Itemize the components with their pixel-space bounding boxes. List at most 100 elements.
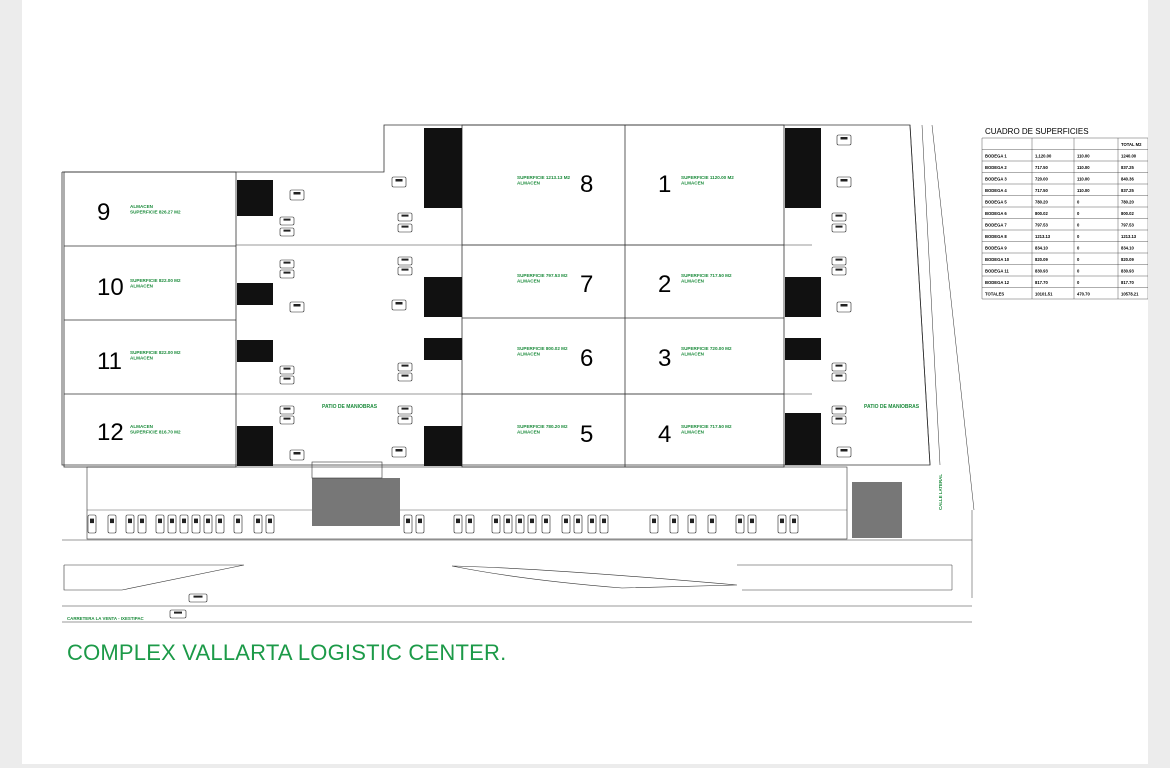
vehicle-icon [233, 514, 243, 534]
left-warehouse-block [63, 171, 237, 468]
vehicle-window [110, 518, 114, 524]
vehicle-window [835, 374, 843, 377]
surface-table-title: CUADRO DE SUPERFICIES [985, 127, 1089, 136]
vehicle-icon [253, 514, 263, 534]
vehicle-icon [836, 176, 852, 188]
vehicle-icon [397, 266, 413, 276]
bodega-number: 3 [658, 345, 671, 372]
vehicle-icon [515, 514, 525, 534]
vehicle-icon [491, 514, 501, 534]
vehicle-icon [836, 446, 852, 458]
vehicle-window [406, 518, 410, 524]
vehicle-icon [587, 514, 597, 534]
bodega-number: 7 [580, 271, 593, 298]
vehicle-icon [669, 514, 679, 534]
vehicle-window [835, 214, 843, 217]
vehicle-window [564, 518, 568, 524]
vehicle-window [835, 417, 843, 420]
table-cell: 110.00 [1077, 177, 1090, 182]
table-cell: 0 [1077, 280, 1080, 285]
table-cell: BODEGA 5 [985, 200, 1007, 205]
table-cell: 840.36 [1121, 177, 1134, 182]
vehicle-window [401, 258, 409, 261]
table-header-cell: TOTAL M2 [1121, 142, 1142, 147]
vehicle-window [750, 518, 754, 524]
table-cell: 0 [1077, 211, 1080, 216]
vehicle-icon [836, 301, 852, 313]
bodega-info-line: SUPERFICIE 797.53 M2 [517, 273, 568, 278]
vehicle-window [236, 518, 240, 524]
vehicle-icon [125, 514, 135, 534]
vehicle-window [576, 518, 580, 524]
vehicle-window [792, 518, 796, 524]
table-cell: 1240.00 [1121, 154, 1137, 159]
table-cell: 780.20 [1035, 200, 1048, 205]
vehicle-icon [289, 189, 305, 201]
bodega-number: 6 [580, 345, 593, 372]
vehicle-icon [397, 212, 413, 222]
vehicle-icon [831, 212, 847, 222]
vehicle-icon [279, 405, 295, 415]
vehicle-window [182, 518, 186, 524]
vehicle-window [283, 407, 291, 410]
vehicle-window [494, 518, 498, 524]
vehicle-icon [541, 514, 551, 534]
table-cell: 800.02 [1121, 211, 1134, 216]
vehicle-icon [137, 514, 147, 534]
vehicle-icon [397, 405, 413, 415]
table-cell: 0 [1077, 223, 1080, 228]
bodega-info-line: SUPERFICIE 800.02 M2 [517, 346, 568, 351]
vehicle-icon [397, 223, 413, 233]
bodega-info-line: ALMACEN [130, 204, 154, 209]
table-cell: 797.53 [1121, 223, 1134, 228]
bodega-info-line: ALMACEN [681, 430, 705, 435]
vehicle-icon [503, 514, 513, 534]
table-cell: BODEGA 9 [985, 246, 1007, 251]
vehicle-window [840, 304, 848, 307]
bodega-number: 8 [580, 171, 593, 198]
table-cell: 0 [1077, 200, 1080, 205]
table-cell: 834.10 [1121, 246, 1134, 251]
vehicle-window [283, 377, 291, 380]
bodega-info-line: SUPERFICIE 720.00 M2 [681, 346, 732, 351]
vehicle-icon [167, 514, 177, 534]
vehicle-window [401, 268, 409, 271]
vehicle-window [840, 179, 848, 182]
vehicle-window [506, 518, 510, 524]
center-warehouse-block [461, 124, 785, 468]
vehicle-window [780, 518, 784, 524]
table-cell: 1213.13 [1121, 234, 1137, 239]
table-cell: 10101.51 [1035, 292, 1053, 297]
bodega-info-line: SUPERFICIE 780.20 M2 [517, 424, 568, 429]
vehicle-icon [279, 227, 295, 237]
bodega-number: 1 [658, 171, 671, 198]
vehicle-icon [397, 256, 413, 266]
table-cell: 830.93 [1121, 269, 1134, 274]
vehicle-window [283, 367, 291, 370]
vehicle-window [738, 518, 742, 524]
table-cell: 717.50 [1035, 188, 1048, 193]
vehicle-icon [391, 446, 407, 458]
vehicle-icon [831, 256, 847, 266]
table-cell: 797.53 [1035, 223, 1048, 228]
vehicle-window [293, 192, 301, 195]
vehicle-window [456, 518, 460, 524]
vehicle-window [128, 518, 132, 524]
table-cell: 837.25 [1121, 188, 1134, 193]
bodega-info-line: SUPERFICIE 1120.00 M2 [681, 175, 734, 180]
bodega-info-line: ALMACEN [130, 284, 154, 289]
vehicle-window [268, 518, 272, 524]
bodega-info-line: ALMACEN [681, 279, 705, 284]
bodega-info-line: SUPERFICIE 822.00 M2 [130, 278, 181, 283]
vehicle-icon [415, 514, 425, 534]
vehicle-window [170, 518, 174, 524]
table-cell: 0 [1077, 257, 1080, 262]
vehicle-window [652, 518, 656, 524]
bodega-number: 12 [97, 419, 124, 446]
vehicle-window [840, 137, 848, 140]
table-cell: 110.00 [1077, 165, 1090, 170]
